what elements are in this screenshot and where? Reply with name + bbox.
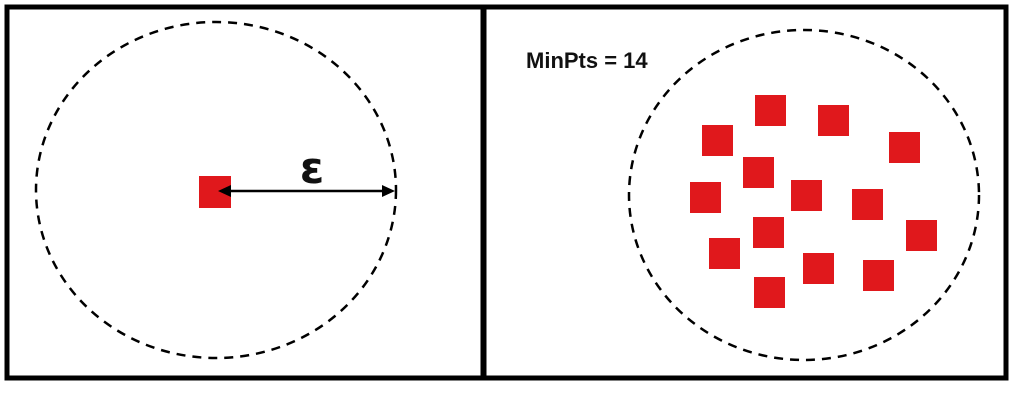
right-panel: MinPts = 14 bbox=[481, 4, 1009, 381]
radius-arrow-icon bbox=[218, 185, 395, 197]
neighbor-point bbox=[754, 277, 785, 308]
left-panel-frame bbox=[4, 4, 486, 381]
neighbor-point bbox=[852, 189, 883, 220]
neighbor-point bbox=[709, 238, 740, 269]
neighbor-point bbox=[702, 125, 733, 156]
neighbor-point bbox=[803, 253, 834, 284]
neighbor-point bbox=[755, 95, 786, 126]
right-panel-frame bbox=[481, 4, 1009, 381]
neighbor-points bbox=[690, 95, 937, 308]
neighbor-point bbox=[690, 182, 721, 213]
neighbor-point bbox=[906, 220, 937, 251]
epsilon-neighborhood-circle bbox=[34, 20, 398, 360]
neighbor-point bbox=[743, 157, 774, 188]
neighbor-point bbox=[791, 180, 822, 211]
left-panel: ε bbox=[4, 4, 486, 381]
neighborhood-circle bbox=[627, 28, 981, 362]
epsilon-label: ε bbox=[300, 143, 325, 194]
neighbor-point bbox=[889, 132, 920, 163]
neighbor-point bbox=[818, 105, 849, 136]
neighbor-point bbox=[753, 217, 784, 248]
minpts-label: MinPts = 14 bbox=[526, 48, 648, 73]
neighbor-point bbox=[863, 260, 894, 291]
